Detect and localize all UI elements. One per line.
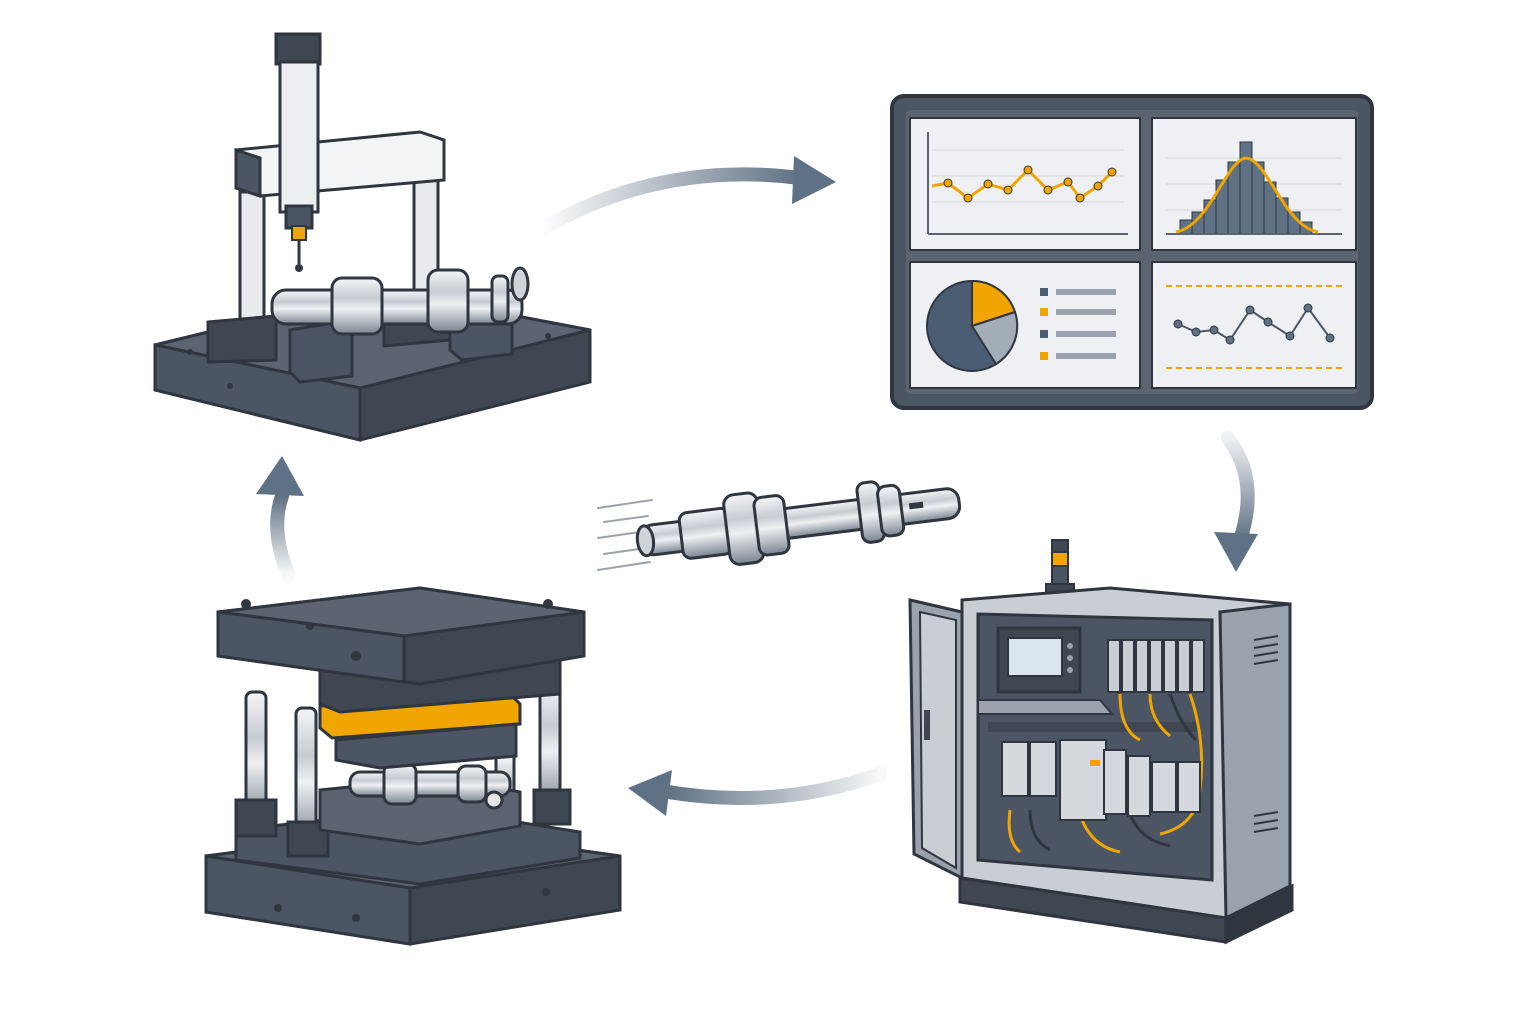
flow-arrow-die-to-measure [256, 456, 304, 581]
workpiece-shaft [597, 480, 962, 571]
analytics-dashboard [890, 94, 1374, 410]
z-axis-cap [274, 32, 322, 66]
dashboard-pie-chart-panel [909, 261, 1141, 389]
door-handle [924, 710, 930, 740]
cabinet-door [908, 598, 964, 881]
flow-arrow-dashboard-to-cabinet [1214, 431, 1258, 572]
die-workpiece [348, 762, 512, 810]
stamping-die [204, 586, 622, 946]
contactor-group [1001, 739, 1201, 821]
flow-arrow-measure-to-dashboard [533, 156, 836, 237]
pie-legend [1040, 288, 1116, 360]
dashboard-histogram-panel [1151, 117, 1357, 251]
measuring-station [153, 32, 592, 442]
probe-head-accent [291, 225, 307, 241]
dashboard-control-chart-panel [1151, 261, 1357, 389]
control-cabinet [908, 539, 1294, 945]
dashboard-line-chart-panel [909, 117, 1141, 251]
probe-tip [295, 264, 303, 272]
signal-tower-light [1045, 539, 1075, 599]
measured-shaft [270, 266, 530, 336]
circuit-breaker-row [1107, 639, 1205, 693]
hmi-panel [996, 626, 1082, 694]
flow-arrow-cabinet-to-die [628, 767, 887, 816]
